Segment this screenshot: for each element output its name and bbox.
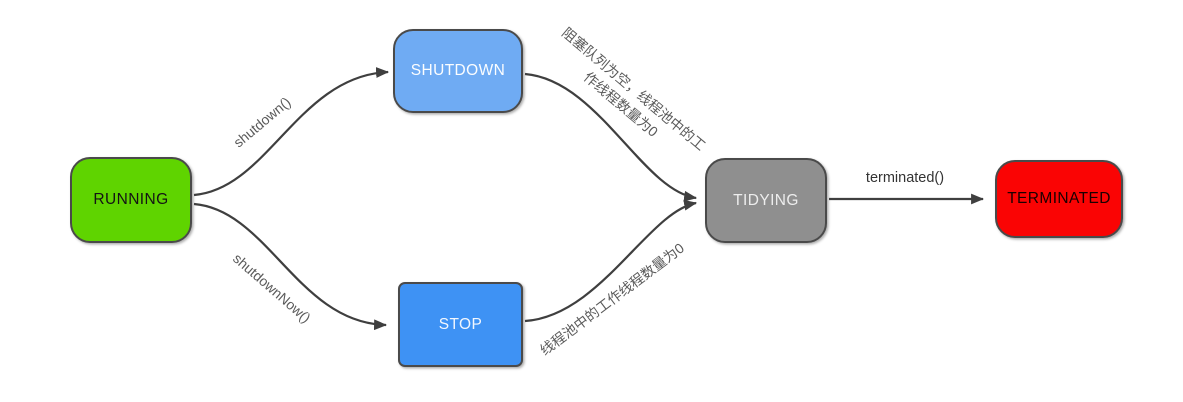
- edge-stop-to-tidying: [524, 199, 698, 323]
- edge-label-terminated-call: terminated(): [865, 170, 945, 186]
- state-node-stop: STOP: [398, 282, 523, 367]
- state-node-terminated: TERMINATED: [995, 160, 1123, 238]
- edge-running-to-stop: [193, 202, 388, 331]
- state-node-tidying: TIDYING: [705, 158, 827, 243]
- state-node-shutdown: SHUTDOWN: [393, 29, 523, 113]
- edge-shutdown-to-tidying: [524, 72, 698, 202]
- state-node-tidying-label: TIDYING: [733, 191, 799, 209]
- state-node-stop-label: STOP: [438, 315, 483, 333]
- state-node-running-label: RUNNING: [93, 191, 169, 208]
- state-node-shutdown-label: SHUTDOWN: [410, 62, 506, 79]
- state-node-terminated-label: TERMINATED: [1007, 190, 1111, 207]
- state-node-running: RUNNING: [70, 157, 192, 243]
- edge-running-to-shutdown: [193, 67, 390, 197]
